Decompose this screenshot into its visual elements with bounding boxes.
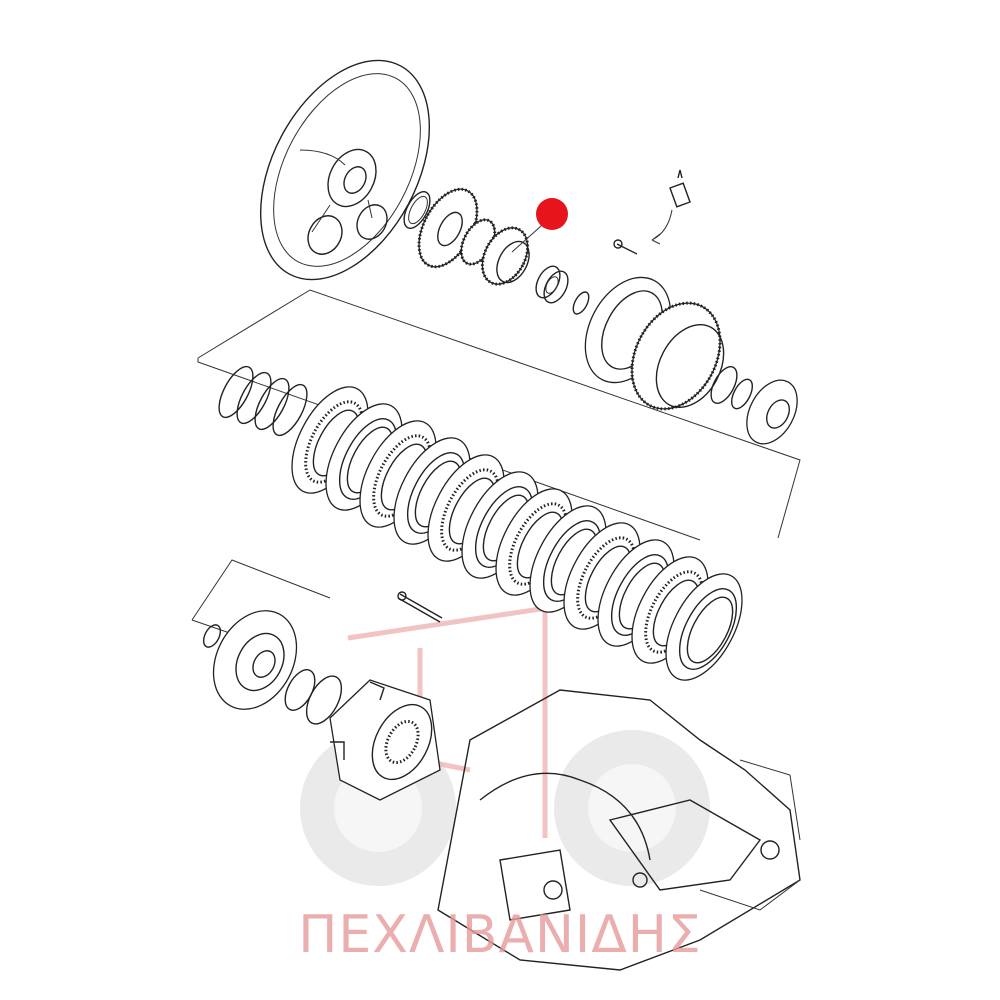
splined-hub (329, 679, 441, 801)
transmission-housing (437, 689, 801, 971)
clutch-disc-stack (291, 386, 743, 681)
spring-rings (218, 365, 308, 437)
watermark-right-gear-icon (554, 730, 710, 886)
clutch-disc (665, 573, 743, 681)
end-cap-top (746, 379, 798, 445)
bearing-top (535, 265, 569, 304)
o-rings-right (710, 366, 754, 410)
bolt-small (613, 239, 638, 255)
pressure-sensor (651, 169, 691, 245)
piston-housing (212, 610, 298, 710)
washer-top (572, 291, 590, 315)
watermark-text: ΠΕΧΛΙΒΑΝΙΔΗΣ (298, 905, 702, 965)
snap-ring-bottom (202, 624, 222, 648)
hub-gear (480, 226, 530, 286)
o-rings-bottom (284, 669, 343, 725)
pin-rod (397, 591, 443, 623)
snap-ring-top (403, 191, 431, 229)
clutch-drum (630, 301, 725, 411)
red-dot-marker[interactable] (536, 198, 568, 230)
